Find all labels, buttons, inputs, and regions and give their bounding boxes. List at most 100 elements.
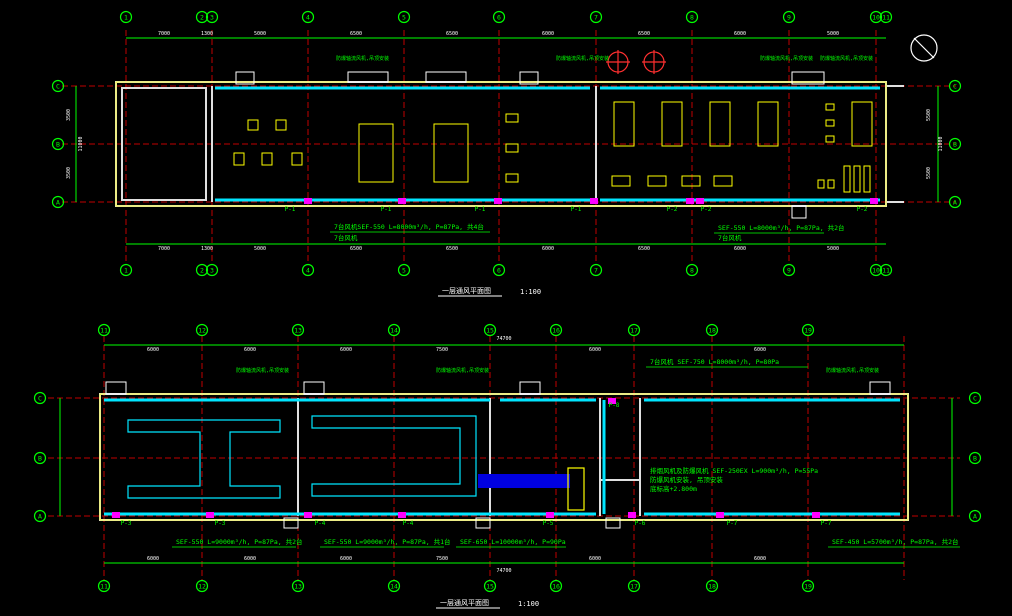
top-dim-bottom-8: 5000 [827,246,839,252]
top-grid-col-top-7-circle [685,10,699,24]
bottom-grid-col-top-2-label: 13 [294,327,302,335]
bottom-grid-col-top-6-circle [627,323,641,337]
bottom-fan-tag-6: P-7 [727,520,738,527]
bottom-grid-row-left-0-circle [33,391,47,405]
bottom-grid-col-bottom-2-circle [291,579,305,593]
top-grid-col-top-2-label: 3 [210,14,214,22]
top-grid-col-bottom-8-label: 9 [787,267,791,275]
top-grid-row-left-1-label: B [56,141,60,149]
bottom-grid-col-top-1-circle [195,323,209,337]
bottom-duct-callout-1: 防爆轴流风机,吊顶安装 [436,367,489,374]
bottom-grid-col-bottom-7-circle [705,579,719,593]
top-fan-tag-4: P-2 [667,206,678,213]
bottom-process-equipment [127,415,477,499]
top-grid-col-top-10-label: 11 [882,14,890,22]
bottom-grid-col-bottom-5-label: 16 [552,583,560,591]
top-dim-top-3: 6500 [350,31,362,37]
top-dim-right-0: 5500 [926,109,932,121]
north-arrow-icon [910,34,938,62]
bottom-note-1: SEF-550 L=9000m³/h, P=87Pa, 共2台 [176,537,303,546]
top-duct-callout-1: 防爆轴流风机,吊顶安装 [556,55,609,62]
top-dim-top-2: 5000 [254,31,266,37]
bottom-grid-col-bottom-6-circle [627,579,641,593]
bottom-grid-row-right-2-label: A [973,513,977,521]
top-outline [115,81,887,207]
top-equipment [233,101,873,193]
top-fan-tag-2: P-1 [475,206,486,213]
top-grid-col-top-9-circle [869,10,883,24]
bottom-grid-col-top-2-circle [291,323,305,337]
titles: 一层通风平面图 1:100 一层通风平面图 1:100 [436,286,541,609]
top-grid-row-right-0-circle [948,79,962,93]
bottom-axis-lines [48,336,960,580]
top-dim-right-total: 11000 [938,136,944,151]
top-dim-left-total: 11000 [78,136,84,151]
top-grid-col-top-3-label: 4 [306,14,310,22]
top-floor-plan [62,30,956,262]
top-grid-col-bottom-2-label: 3 [210,267,214,275]
bottom-grid-row-right-2-circle [968,509,982,523]
top-ducts [215,86,880,202]
bottom-fan-tag-5: P-6 [635,520,646,527]
top-grid-col-top-1-circle [195,10,209,24]
top-dim-left-1: 3500 [66,167,72,179]
bottom-plan-title: 一层通风平面图 [440,598,489,607]
bottom-grid-col-bottom-4-label: 15 [486,583,494,591]
bottom-grid-col-top-5-label: 16 [552,327,560,335]
top-dim-right-1: 5500 [926,167,932,179]
bottom-fan-tag-4: P-5 [543,520,554,527]
bottom-grid-col-top-0-circle [97,323,111,337]
top-duct-callout-3: 防爆轴流风机,吊顶安装 [820,55,873,62]
top-note-right: SEF-550 L=8000m³/h, P=87Pa, 共2台 [718,223,845,232]
top-dimension-lines [75,37,939,245]
top-note-left-sub: 7台风机 [334,233,358,242]
top-duct-callout-2: 防爆轴流风机,吊顶安装 [760,55,813,62]
top-grid-col-bottom-5-circle [492,263,506,277]
bottom-grid-row-left-0-label: C [38,395,42,403]
top-duct-callout-0: 防爆轴流风机,吊顶安装 [336,55,389,62]
bottom-grid-col-bottom-1-circle [195,579,209,593]
bottom-grid-col-bottom-8-label: 19 [804,583,812,591]
top-fan-tag-3: P-1 [571,206,582,213]
top-grid-col-top-8-circle [782,10,796,24]
bottom-grid-col-bottom-3-circle [387,579,401,593]
bottom-duct-callout-2: 防爆轴流风机,吊顶安装 [826,367,879,374]
top-grid-row-left-1-circle [51,137,65,151]
bottom-grid-col-top-4-circle [483,323,497,337]
top-grid-col-bottom-10-circle [879,263,893,277]
top-dim-top-0: 7000 [158,31,170,37]
bottom-fan-tag-7: P-7 [821,520,832,527]
top-note-left: 7台风机SEF-550 L=8000m³/h, P=87Pa, 共4台 [334,222,484,231]
bottom-dim-bottom-2: 6000 [340,556,352,562]
top-grid-col-bottom-0-circle [119,263,133,277]
bottom-floor-plan [48,336,960,580]
bottom-fan-tag-1: P-3 [215,520,226,527]
bottom-grid-col-bottom-4-circle [483,579,497,593]
top-dim-bottom-2: 5000 [254,246,266,252]
bottom-grid-col-bottom-3-label: 14 [390,583,398,591]
top-grid-col-top-2-circle [205,10,219,24]
bottom-grid-col-bottom-7-label: 18 [708,583,716,591]
bottom-grid-col-top-0-label: 11 [100,327,108,335]
bottom-grid-row-left-2-circle [33,509,47,523]
bottom-grid-row-right-0-circle [968,391,982,405]
top-grid-col-top-1-label: 2 [200,14,204,22]
top-grid-row-left-0-circle [51,79,65,93]
bottom-fan-tag-3: P-4 [403,520,414,527]
top-plan-title: 一层通风平面图 [442,286,491,295]
top-plan-scale: 1:100 [520,288,541,296]
top-grid-col-bottom-6-circle [589,263,603,277]
bottom-total-dim-bottom: 74700 [496,568,511,574]
notes: 7台风机SEF-550 L=8000m³/h, P=87Pa, 共4台 7台风机… [172,222,960,548]
top-fan-tag-6: P-2 [857,206,868,213]
bottom-dim-top-2: 6000 [340,347,352,353]
bottom-grid-col-top-6-label: 17 [630,327,638,335]
top-doors [235,71,825,219]
bottom-dim-top-4: 6000 [589,347,601,353]
bottom-equipment [567,467,585,511]
top-grid-col-top-6-circle [589,10,603,24]
top-grid-col-bottom-9-circle [869,263,883,277]
bottom-grid-col-bottom-0-label: 11 [100,583,108,591]
top-grid-col-bottom-10-label: 11 [882,267,890,275]
